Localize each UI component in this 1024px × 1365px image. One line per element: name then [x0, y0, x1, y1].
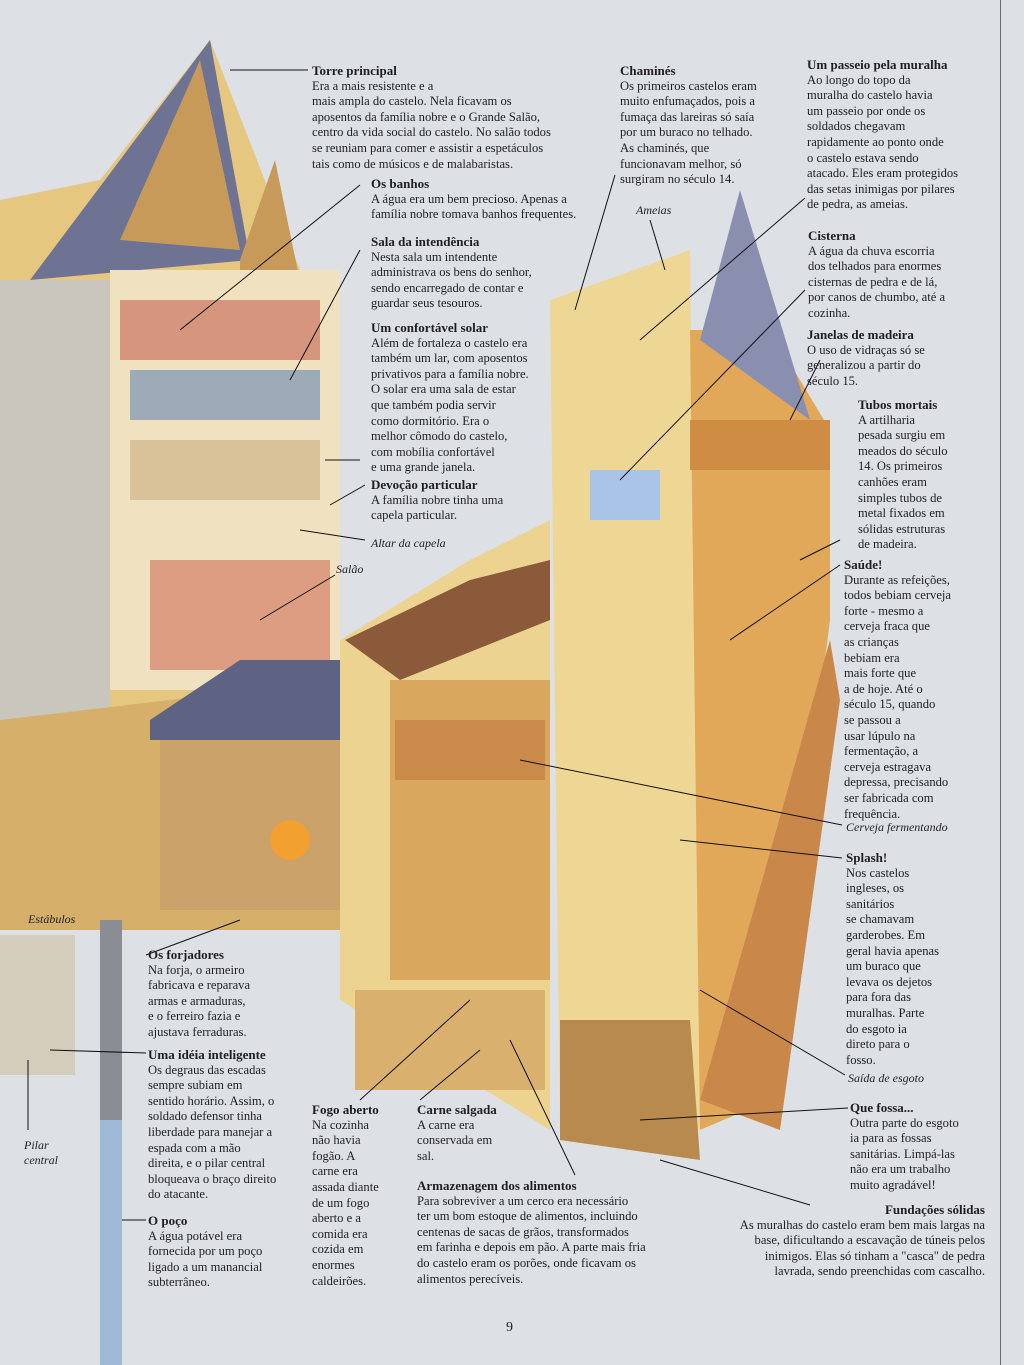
- annotation-body: Para sobreviver a um cerco era necessári…: [417, 1193, 646, 1286]
- annotation-body: Nos castelos ingleses, os sanitários se …: [846, 865, 940, 1067]
- page-number: 9: [506, 1320, 513, 1335]
- stair-tower: [550, 250, 700, 1130]
- forge-roof: [150, 660, 350, 740]
- annotation-title: O poço: [148, 1213, 188, 1228]
- annotation-title: Sala da intendência: [371, 234, 480, 249]
- annotation-title: Torre principal: [312, 63, 397, 78]
- kitchen-hall: [340, 520, 550, 1130]
- annotation-title: Fundações sólidas: [884, 1202, 985, 1217]
- annotation-body: Os primeiros castelos eram muito enfumaç…: [620, 78, 757, 187]
- annotation-title: Saúde!: [844, 557, 883, 572]
- caption-ameias: Ameias: [636, 203, 672, 217]
- spiral-stair: [0, 935, 75, 1075]
- annotation-title: Tubos mortais: [858, 397, 938, 412]
- round-tower: [690, 190, 840, 1130]
- cesspit: [560, 1020, 700, 1160]
- annotation-title: Splash!: [846, 850, 888, 865]
- annotation-title: Cisterna: [808, 228, 856, 243]
- annotation-que-fossa: Que fossa...Outra parte do esgoto ia par…: [850, 1100, 959, 1194]
- annotation-saude: Saúde!Durante as refeições, todos bebiam…: [844, 557, 951, 822]
- annotation-title: Um confortável solar: [371, 320, 488, 335]
- annotation-splash: Splash!Nos castelos ingleses, os sanitár…: [846, 850, 939, 1068]
- annotation-body: A água potável era fornecida por um poço…: [148, 1228, 263, 1290]
- annotation-body: A carne era conservada em sal.: [417, 1117, 493, 1163]
- forge: [160, 740, 340, 910]
- annotation-body: A água era um bem precioso. Apenas a fam…: [371, 191, 577, 222]
- annotation-title: Uma idéia inteligente: [148, 1047, 266, 1062]
- annotation-body: Os degraus das escadas sempre subiam em …: [148, 1062, 277, 1202]
- caption-cerveja-fermentando: Cerveja fermentando: [846, 820, 948, 834]
- caption-estabulos: Estábulos: [28, 912, 76, 926]
- annotation-title: Carne salgada: [417, 1102, 497, 1117]
- annotation-title: Que fossa...: [850, 1100, 914, 1115]
- annotation-title: Os forjadores: [148, 947, 224, 962]
- annotation-title: Um passeio pela muralha: [807, 57, 948, 72]
- annotation-body: A família nobre tinha uma capela particu…: [371, 492, 504, 523]
- caption-saida-esgoto: Saída de esgoto: [848, 1071, 924, 1085]
- annotation-body: Além de fortaleza o castelo era também u…: [371, 335, 529, 475]
- annotation-title: Os banhos: [371, 176, 430, 191]
- well-shaft: [100, 920, 122, 1120]
- annotation-body: Outra parte do esgoto ia para as fossas …: [850, 1115, 959, 1192]
- caption-altar-capela: Altar da capela: [371, 536, 446, 550]
- caption-pilar-central: Pilar central: [24, 1138, 58, 1167]
- cistern: [590, 470, 660, 520]
- caption-salao: Salão: [336, 562, 364, 576]
- main-keep: [0, 40, 340, 900]
- annotation-body: A artilharia pesada surgiu em meados do …: [858, 412, 948, 552]
- annotation-title: Chaminés: [620, 63, 676, 78]
- annotation-title: Janelas de madeira: [807, 327, 914, 342]
- annotation-title: Devoção particular: [371, 477, 478, 492]
- annotation-body: Ao longo do topo da muralha do castelo h…: [807, 72, 959, 212]
- well-water: [100, 1120, 122, 1365]
- page-edge-divider: [1000, 0, 1001, 1365]
- forge-fire: [270, 820, 310, 860]
- annotation-body: As muralhas do castelo eram bem mais lar…: [739, 1217, 985, 1279]
- annotation-body: Era a mais resistente e a mais ampla do …: [312, 78, 551, 171]
- annotation-body: O uso de vidraças só se generalizou a pa…: [807, 342, 925, 388]
- annotation-body: Nesta sala um intendente administrava os…: [371, 249, 532, 311]
- annotation-body: Durante as refeições, todos bebiam cerve…: [844, 572, 952, 821]
- annotation-body: Na cozinha não havia fogão. A carne era …: [312, 1117, 379, 1288]
- annotation-body: Na forja, o armeiro fabricava e reparava…: [148, 962, 251, 1039]
- leader-lines: [27, 69, 849, 1221]
- annotation-title: Armazenagem dos alimentos: [417, 1178, 577, 1193]
- annotation-title: Fogo aberto: [312, 1102, 379, 1117]
- annotation-body: A água da chuva escorria dos telhados pa…: [808, 243, 946, 320]
